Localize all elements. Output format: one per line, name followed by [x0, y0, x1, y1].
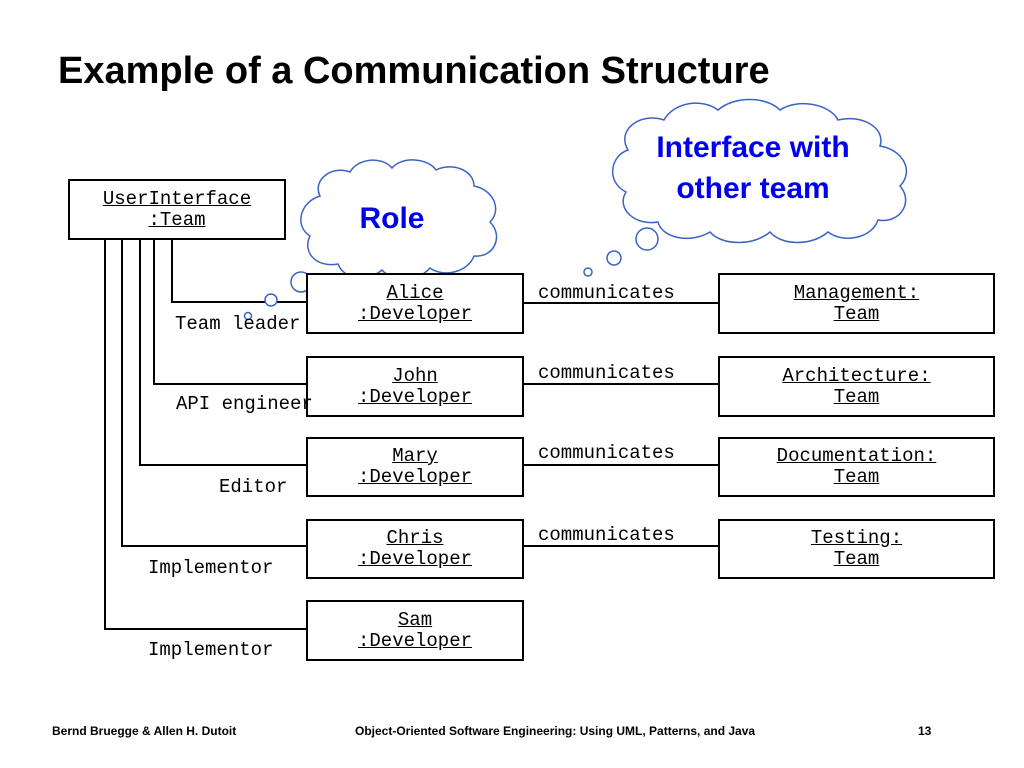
- userinterface-team-line2: :Team: [148, 208, 206, 231]
- interface-cloud-text-line2: other team: [676, 172, 830, 205]
- developer-type: :Developer: [357, 629, 473, 652]
- team-box-architecture: Architecture: Team: [718, 356, 995, 417]
- role-bubble-small: [243, 311, 253, 321]
- team-box-testing: Testing: Team: [718, 519, 995, 579]
- communicates-label-3: communicates: [538, 442, 675, 464]
- role-label-chris: Implementor: [148, 557, 274, 579]
- developer-type: :Developer: [357, 385, 473, 408]
- developer-box-sam: Sam :Developer: [306, 600, 524, 661]
- team-box-management: Management: Team: [718, 273, 995, 334]
- communicates-label-1: communicates: [538, 282, 675, 304]
- team-type: Team: [833, 548, 880, 570]
- role-label-alice: Team leader: [175, 313, 301, 335]
- team-type: Team: [833, 302, 880, 325]
- interface-bubble-small: [583, 267, 593, 277]
- developer-box-mary: Mary :Developer: [306, 437, 524, 497]
- connector-sam: [104, 239, 307, 630]
- interface-bubble-medium: [606, 250, 622, 266]
- team-name: Architecture:: [782, 364, 931, 387]
- team-type: Team: [833, 466, 880, 488]
- team-type: Team: [833, 385, 880, 408]
- communicates-label-4: communicates: [538, 524, 675, 546]
- footer-authors: Bernd Bruegge & Allen H. Dutoit: [52, 724, 237, 738]
- team-name: Documentation:: [776, 445, 937, 467]
- team-name: Management:: [793, 281, 920, 304]
- developer-name: John: [392, 364, 438, 387]
- interface-cloud: [583, 98, 908, 277]
- developer-box-alice: Alice :Developer: [306, 273, 524, 334]
- team-name: Testing:: [810, 527, 903, 549]
- communicates-label-2: communicates: [538, 362, 675, 384]
- team-box-documentation: Documentation: Team: [718, 437, 995, 497]
- footer-book-title: Object-Oriented Software Engineering: Us…: [355, 724, 756, 738]
- developer-name: Mary: [392, 445, 438, 467]
- developer-name: Sam: [397, 608, 433, 631]
- connector-alice: [171, 239, 307, 303]
- footer-page-number: 13: [918, 724, 932, 738]
- role-label-sam: Implementor: [148, 639, 274, 661]
- connector-chris: [121, 239, 307, 547]
- interface-cloud-text-line1: Interface with: [656, 131, 850, 164]
- connector-mary: [139, 239, 307, 466]
- interface-bubble-large: [635, 227, 659, 251]
- userinterface-team-line1: UserInterface: [102, 187, 252, 210]
- role-cloud: [243, 159, 498, 321]
- role-label-john: API engineer: [176, 393, 313, 415]
- userinterface-team-box: UserInterface :Team: [68, 179, 286, 240]
- developer-type: :Developer: [357, 466, 473, 488]
- developer-type: :Developer: [357, 548, 473, 570]
- slide-title: Example of a Communication Structure: [58, 50, 770, 92]
- role-bubble-medium: [264, 293, 278, 307]
- role-label-mary: Editor: [219, 476, 288, 498]
- developer-name: Chris: [386, 527, 444, 549]
- developer-box-chris: Chris :Developer: [306, 519, 524, 579]
- developer-name: Alice: [386, 281, 444, 304]
- developer-box-john: John :Developer: [306, 356, 524, 417]
- role-cloud-text: Role: [359, 202, 425, 235]
- developer-type: :Developer: [357, 302, 473, 325]
- connector-john: [153, 239, 307, 385]
